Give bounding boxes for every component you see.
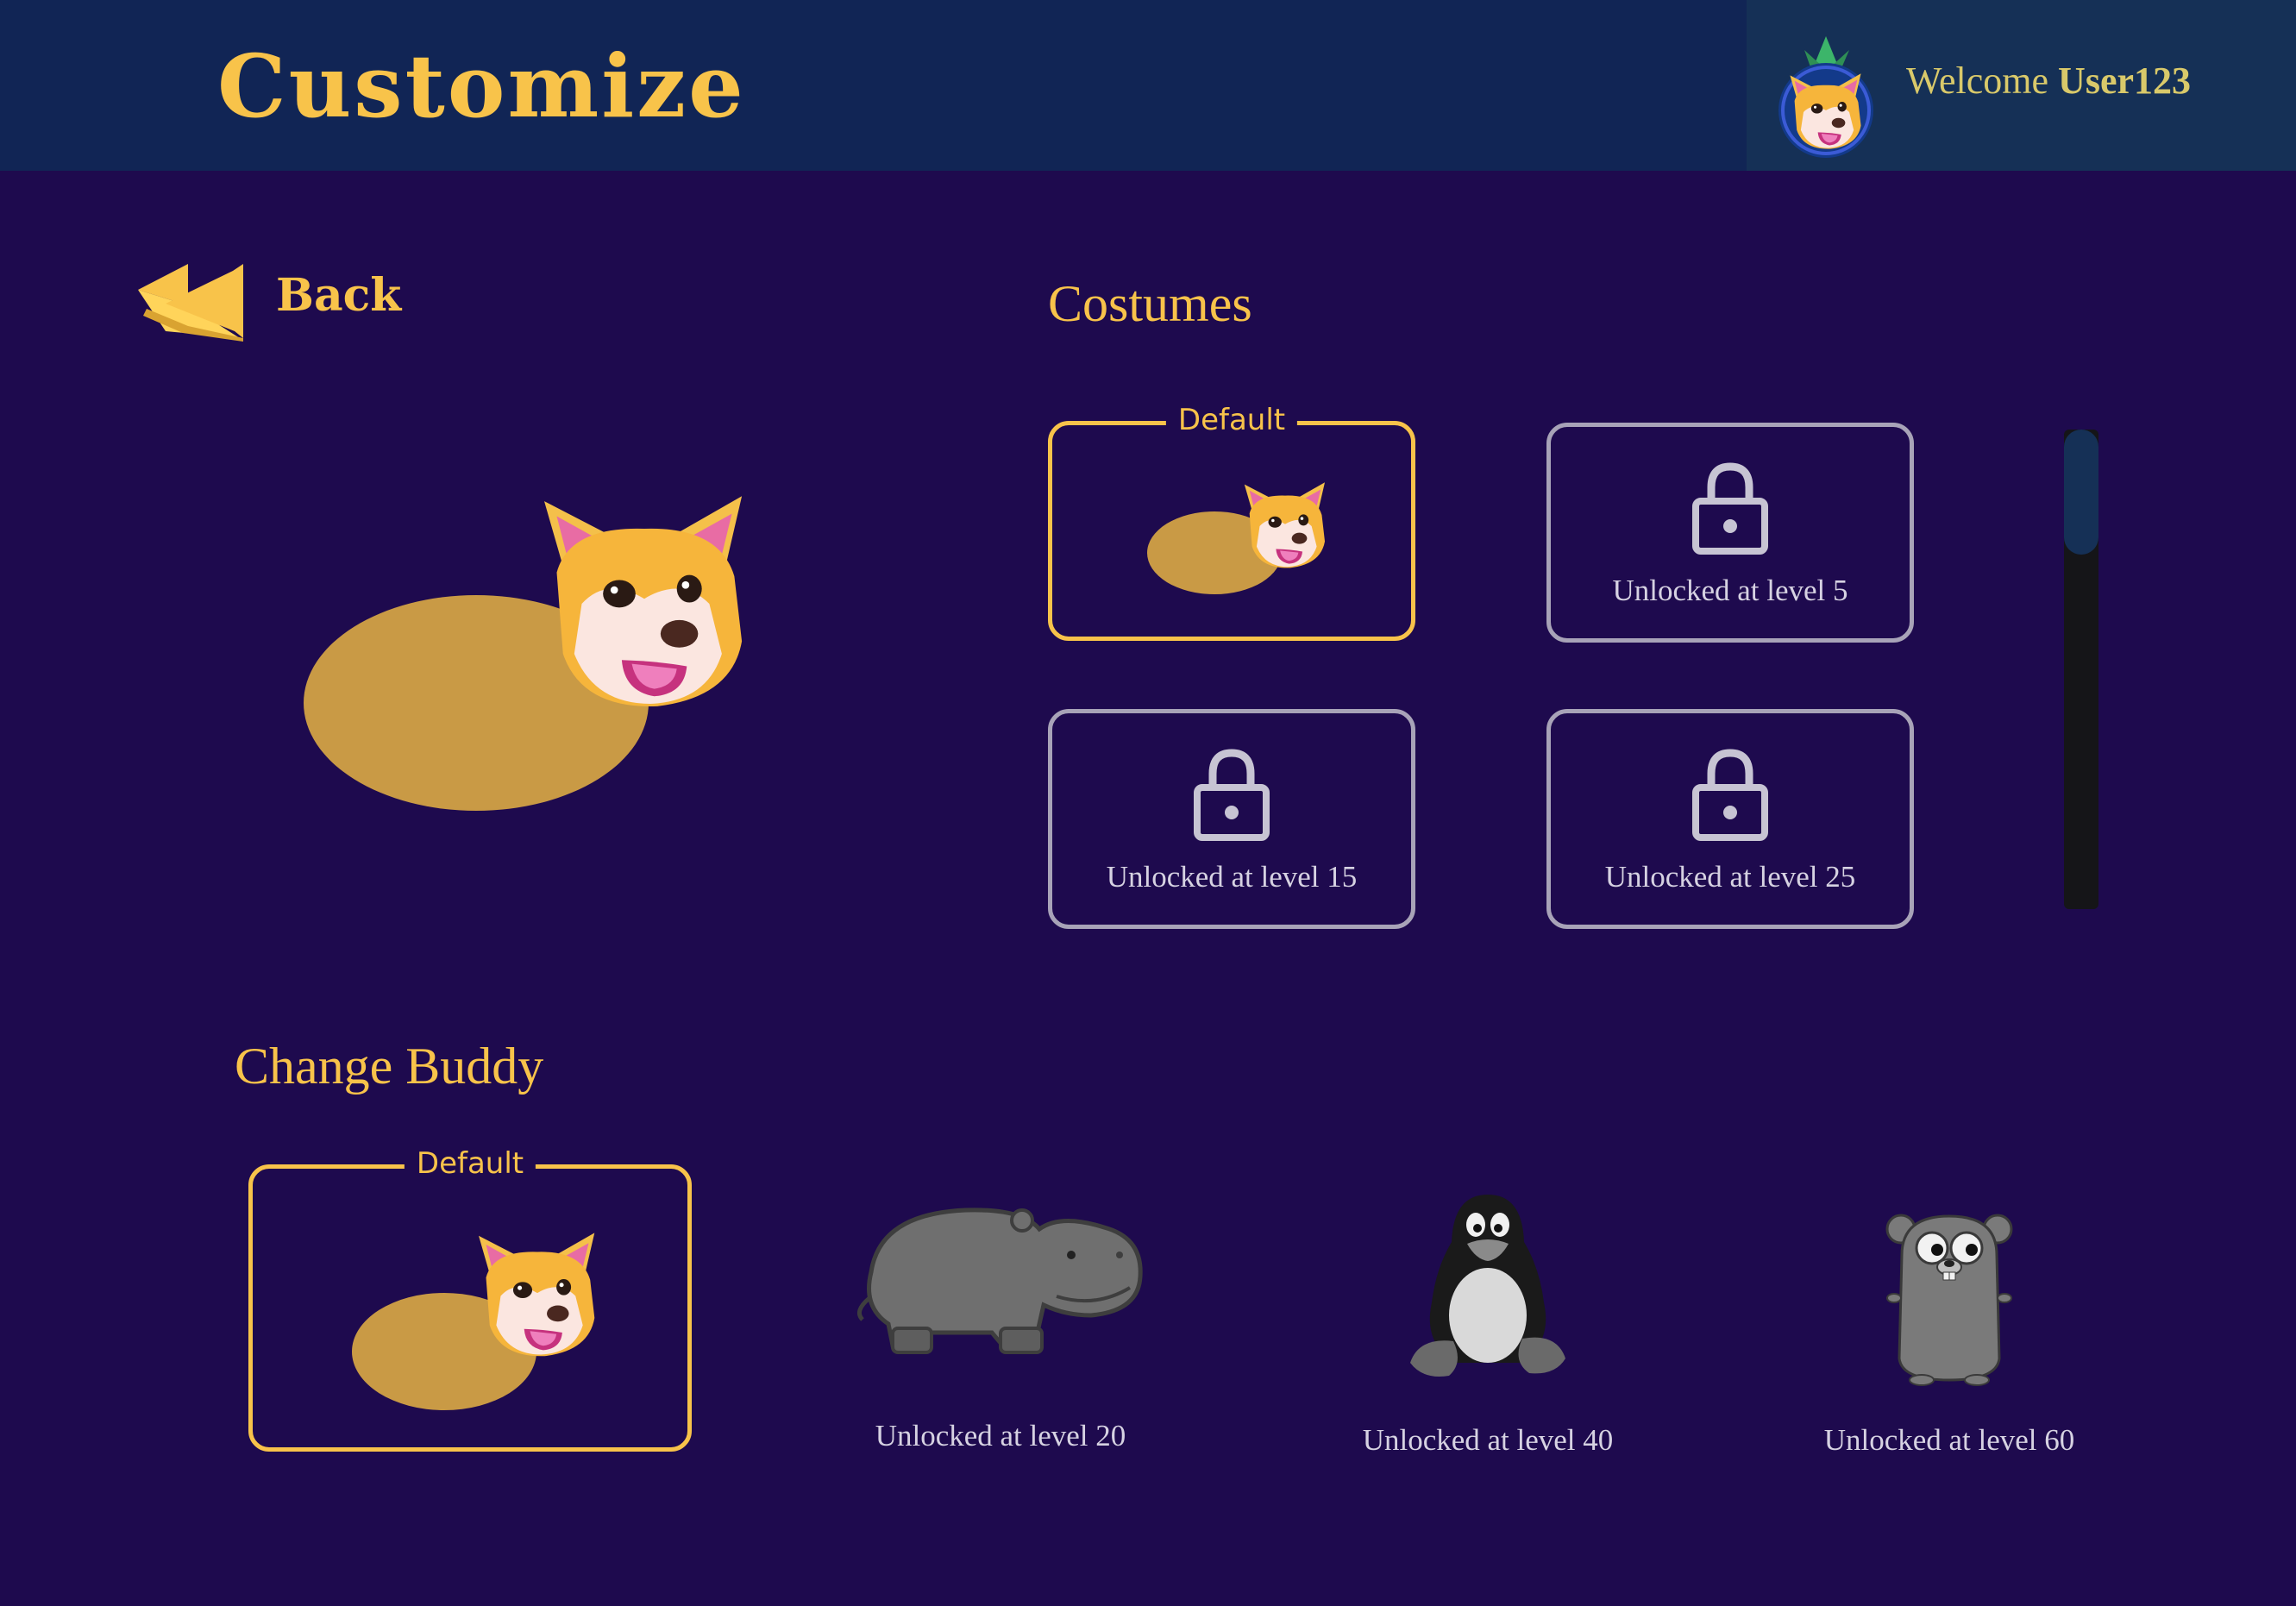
gopher-icon [1885,1214,2013,1386]
penguin-icon [1410,1195,1565,1377]
costume-card-locked[interactable]: Unlocked at level 5 [1546,423,1914,643]
costumes-title: Costumes [1048,275,1252,332]
costume-card-default[interactable]: Default [1048,403,1415,641]
welcome-prefix: Welcome [1906,60,2049,102]
preview-body [304,474,787,811]
buddy-caption: Unlocked at level 40 [1362,1423,1614,1457]
back-label: Back [276,269,402,322]
page-title: Customize [217,35,746,137]
buddy-caption: Unlocked at level 20 [875,1419,1126,1452]
card-caption: Unlocked at level 5 [1612,574,1848,607]
buddy-option-gopher[interactable]: Unlocked at level 60 [1824,1203,2074,1457]
username: User123 [2058,60,2192,102]
lock-icon [1691,746,1770,841]
avatar-icon[interactable] [1770,33,1882,162]
corgi-icon [352,1220,611,1410]
scrollbar-thumb[interactable] [2064,430,2098,555]
hippo-icon [856,1208,1143,1354]
card-caption: Unlocked at level 25 [1604,860,1856,894]
buddy-option-hippo[interactable]: Unlocked at level 20 [845,1195,1156,1452]
lock-icon [1691,460,1770,555]
costume-card-locked[interactable]: Unlocked at level 25 [1546,709,1914,929]
lock-icon [1192,746,1271,841]
costume-preview [1147,467,1337,594]
buddy-option-penguin[interactable]: Unlocked at level 40 [1363,1190,1613,1457]
buddy-caption: Unlocked at level 60 [1823,1423,2075,1457]
costume-card-locked[interactable]: Unlocked at level 15 [1048,709,1415,929]
back-button[interactable]: Back [131,255,402,350]
card-legend: Default [404,1146,536,1181]
welcome-message: Welcome User123 [1906,59,2191,103]
buddy-preview [304,474,787,819]
card-caption: Unlocked at level 15 [1106,860,1358,894]
change-buddy-title: Change Buddy [235,1038,544,1095]
buddy-card-default[interactable]: Default [248,1146,692,1452]
card-legend: Default [1165,403,1298,437]
back-arrow-icon [138,264,243,342]
